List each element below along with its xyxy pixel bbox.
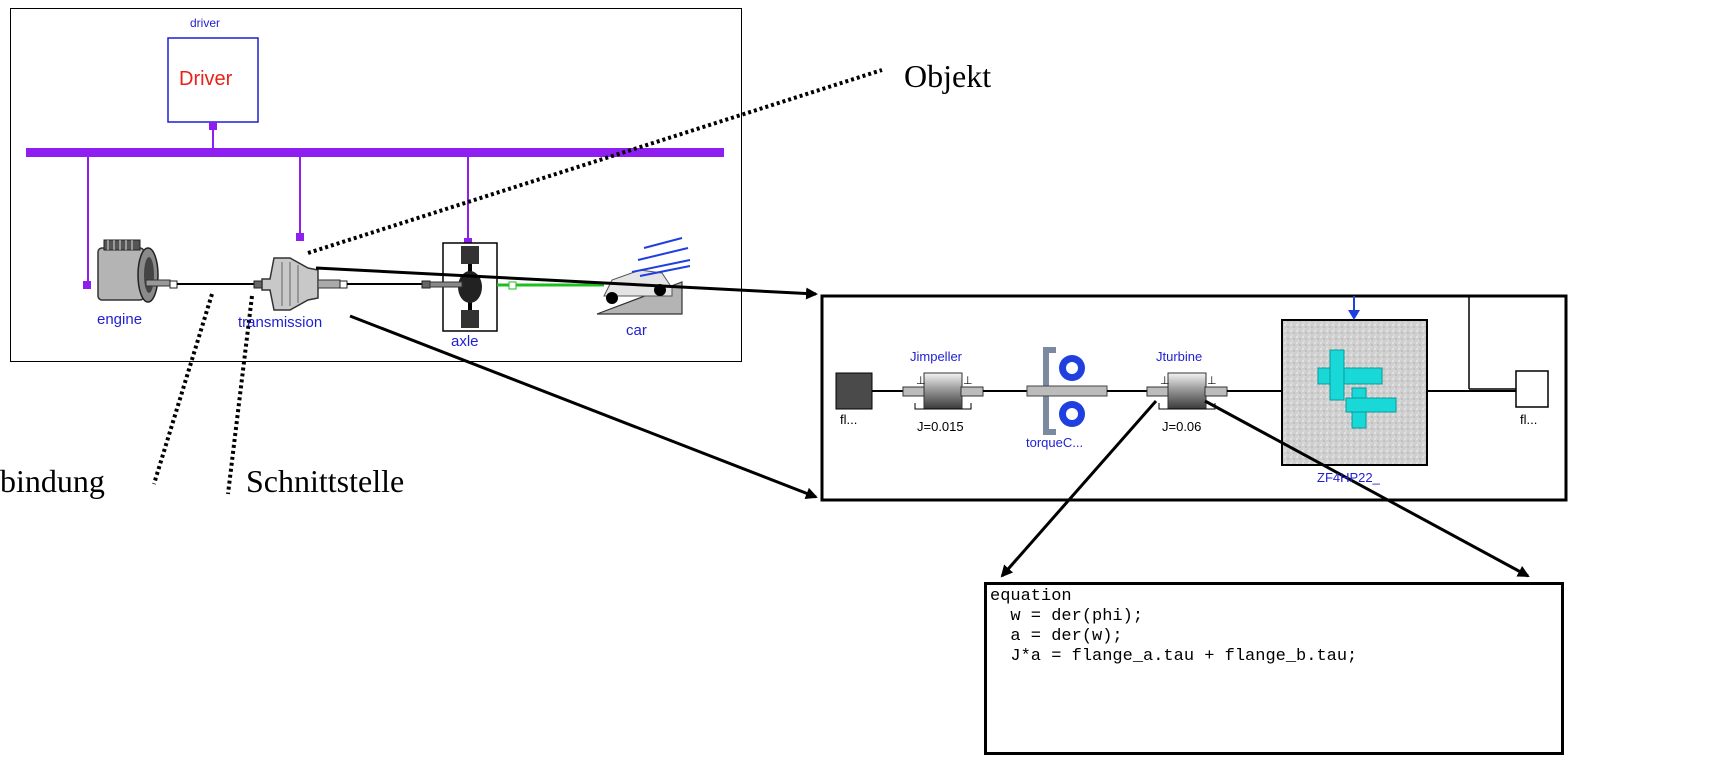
turbine-name: Jturbine bbox=[1156, 349, 1203, 364]
interface-annotation: Schnittstelle bbox=[246, 463, 405, 499]
turbine-param: J=0.06 bbox=[1162, 419, 1202, 434]
engine-label: engine bbox=[97, 311, 143, 328]
driver-block[interactable] bbox=[167, 37, 259, 123]
turbine-inertia[interactable]: ⊥ ⊥ bbox=[1146, 372, 1228, 410]
transmission-label: transmission bbox=[238, 314, 323, 331]
car-icon[interactable] bbox=[596, 237, 691, 315]
equation-code-box: equation w = der(phi); a = der(w); J*a =… bbox=[984, 582, 1564, 755]
impeller-param: J=0.015 bbox=[917, 419, 964, 434]
left-flange[interactable] bbox=[835, 372, 873, 410]
arrow-to-code-right bbox=[1204, 399, 1530, 578]
connection-annotation: bindung bbox=[0, 463, 105, 499]
object-annotation: Objekt bbox=[904, 58, 992, 94]
right-flange-label: fl... bbox=[1520, 412, 1538, 427]
svg-text:⊥: ⊥ bbox=[916, 375, 926, 387]
arrow-to-detail-top bbox=[315, 266, 818, 300]
torque-converter[interactable] bbox=[1026, 347, 1108, 435]
svg-text:⊥: ⊥ bbox=[1160, 375, 1170, 387]
axle-icon[interactable] bbox=[429, 242, 498, 332]
car-label: car bbox=[626, 322, 647, 339]
left-flange-label: fl... bbox=[840, 412, 858, 427]
gearbox-label: ZF4HP22_ bbox=[1317, 470, 1380, 485]
impeller-inertia[interactable]: ⊥ ⊥ bbox=[902, 372, 984, 410]
object-leader bbox=[307, 68, 883, 255]
svg-text:⊥: ⊥ bbox=[1207, 375, 1217, 387]
gearbox-block[interactable] bbox=[1281, 319, 1428, 466]
driver-instance-label: driver bbox=[190, 16, 221, 30]
code-line: J*a = flange_a.tau + flange_b.tau; bbox=[990, 647, 1358, 666]
signal-bus bbox=[26, 148, 724, 157]
right-flange[interactable] bbox=[1515, 370, 1549, 408]
vehicle-model-diagram bbox=[10, 8, 742, 362]
connection-leader bbox=[152, 293, 214, 485]
arrow-to-detail-bottom bbox=[349, 314, 818, 499]
axle-label: axle bbox=[451, 333, 479, 350]
code-line: equation bbox=[990, 587, 1072, 606]
code-line: a = der(w); bbox=[990, 627, 1123, 646]
gear-input-arrow bbox=[1348, 310, 1360, 320]
transmission-icon[interactable] bbox=[261, 257, 341, 311]
code-line: w = der(phi); bbox=[990, 607, 1144, 626]
arrow-to-code-left bbox=[1000, 400, 1158, 578]
engine-icon[interactable] bbox=[97, 239, 171, 303]
driver-block-label: Driver bbox=[179, 68, 233, 90]
torque-converter-label: torqueC... bbox=[1026, 435, 1084, 450]
svg-text:⊥: ⊥ bbox=[963, 375, 973, 387]
impeller-name: Jimpeller bbox=[910, 349, 963, 364]
